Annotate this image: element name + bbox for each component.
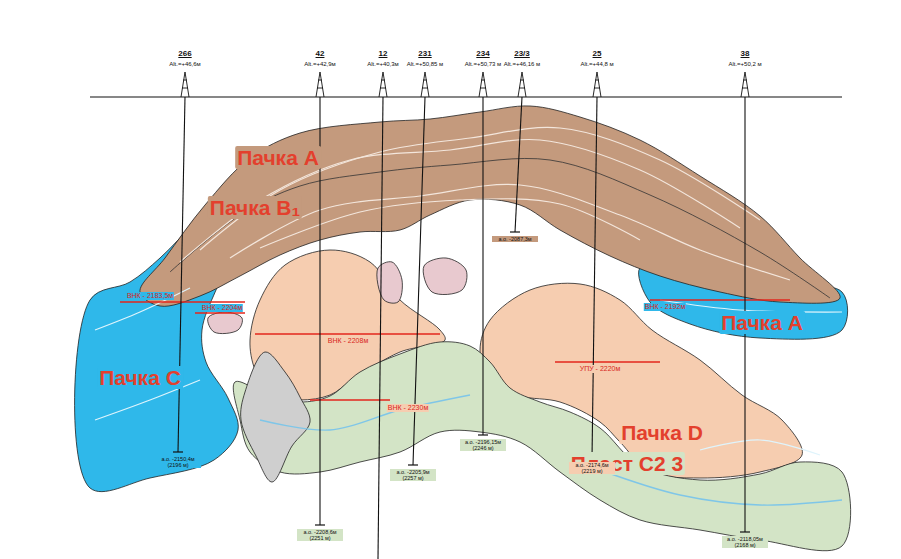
contact-label: ВНК - 2204м — [201, 304, 243, 312]
well-altitude: Alt.=+44,8 м — [580, 61, 613, 68]
derrick-symbol — [518, 72, 526, 97]
surface-line — [90, 96, 842, 97]
well-bottom — [740, 531, 750, 532]
unit-name: Пачка А — [235, 146, 321, 169]
well-bottom — [478, 434, 488, 435]
well-trajectory — [592, 97, 597, 458]
well-depth: а.о. -2196,15м (2246 м) — [460, 439, 506, 451]
derrick-symbol — [421, 72, 429, 97]
derrick-symbol — [379, 72, 387, 97]
well-bottom — [173, 451, 183, 452]
plast-c2-layer — [233, 342, 850, 551]
well-depth: а.о. -2087,3м — [492, 236, 538, 242]
thin-bed — [200, 127, 760, 250]
contact-line — [310, 399, 390, 401]
well-trajectory — [515, 97, 522, 232]
thin-bed — [230, 184, 790, 280]
grey-wedge — [241, 352, 310, 482]
contact-line — [555, 361, 660, 363]
lens — [208, 312, 243, 334]
thin-bed — [600, 470, 842, 505]
well-trajectory — [378, 97, 383, 559]
contact-label: ВНК - 2230м — [387, 404, 429, 412]
derrick-symbol — [181, 72, 189, 97]
well-number: 234 — [476, 50, 489, 59]
unit-boundary — [170, 158, 830, 298]
derrick-symbol — [593, 72, 601, 97]
contact-line — [120, 301, 245, 303]
well-depth: а.о. -2208,6м (2251 м) — [297, 529, 343, 541]
well-altitude: Alt.=+40,3м — [367, 61, 398, 68]
lens — [423, 258, 467, 295]
well-trajectory — [482, 97, 483, 435]
well-altitude: Alt.=+50,73 м — [465, 61, 501, 68]
well-depth: а.о. -2205,9м (2257 м) — [390, 469, 436, 481]
well-altitude: Alt.=+46,16 м — [504, 61, 540, 68]
contact-label: УПУ - 2220м — [579, 365, 622, 373]
unit-name: Пачка А — [719, 311, 805, 334]
thin-bed — [260, 199, 640, 248]
thin-bed — [260, 395, 470, 430]
well-number: 23/3 — [514, 50, 530, 59]
contact-label: ВНК - 2208м — [327, 337, 369, 345]
contact-label: ВНК - 2183,5м — [126, 292, 174, 300]
well-number: 231 — [418, 50, 431, 59]
derrick-symbol — [316, 72, 324, 97]
well-trajectory — [178, 97, 185, 452]
well-depth: а.о. -2150,4м (2196 м) — [155, 456, 201, 468]
well-number: 266 — [178, 50, 191, 59]
derrick-symbol — [741, 72, 749, 97]
unit-name: Пачка D — [619, 421, 705, 444]
unit-name: Пачка В₁ — [208, 196, 302, 219]
well-altitude: Alt.=+46,6м — [169, 61, 200, 68]
dome-layer — [140, 106, 840, 306]
unit-name: Пачка С — [97, 366, 183, 389]
well-number: 12 — [379, 50, 388, 59]
contact-label: ВНК - 2192м — [644, 303, 686, 311]
well-number: 38 — [741, 50, 750, 59]
contact-line — [255, 333, 440, 335]
thin-bed — [95, 288, 190, 330]
thin-bed — [700, 440, 820, 455]
well-bottom — [408, 464, 418, 465]
well-altitude: Alt.=+50,85 м — [407, 61, 443, 68]
well-depth: а.о. -2118,05м (2168 м) — [722, 536, 768, 548]
well-bottom — [315, 524, 325, 525]
contact-line — [195, 312, 245, 314]
well-altitude: Alt.=+42,9м — [304, 61, 335, 68]
contact-line — [650, 299, 790, 301]
well-altitude: Alt.=+50,2 м — [728, 61, 761, 68]
well-bottom — [510, 231, 520, 232]
well-number: 25 — [593, 50, 602, 59]
derrick-symbol — [479, 72, 487, 97]
well-number: 42 — [316, 50, 325, 59]
well-depth: а.о. -2174,6м (2219 м) — [569, 462, 615, 474]
